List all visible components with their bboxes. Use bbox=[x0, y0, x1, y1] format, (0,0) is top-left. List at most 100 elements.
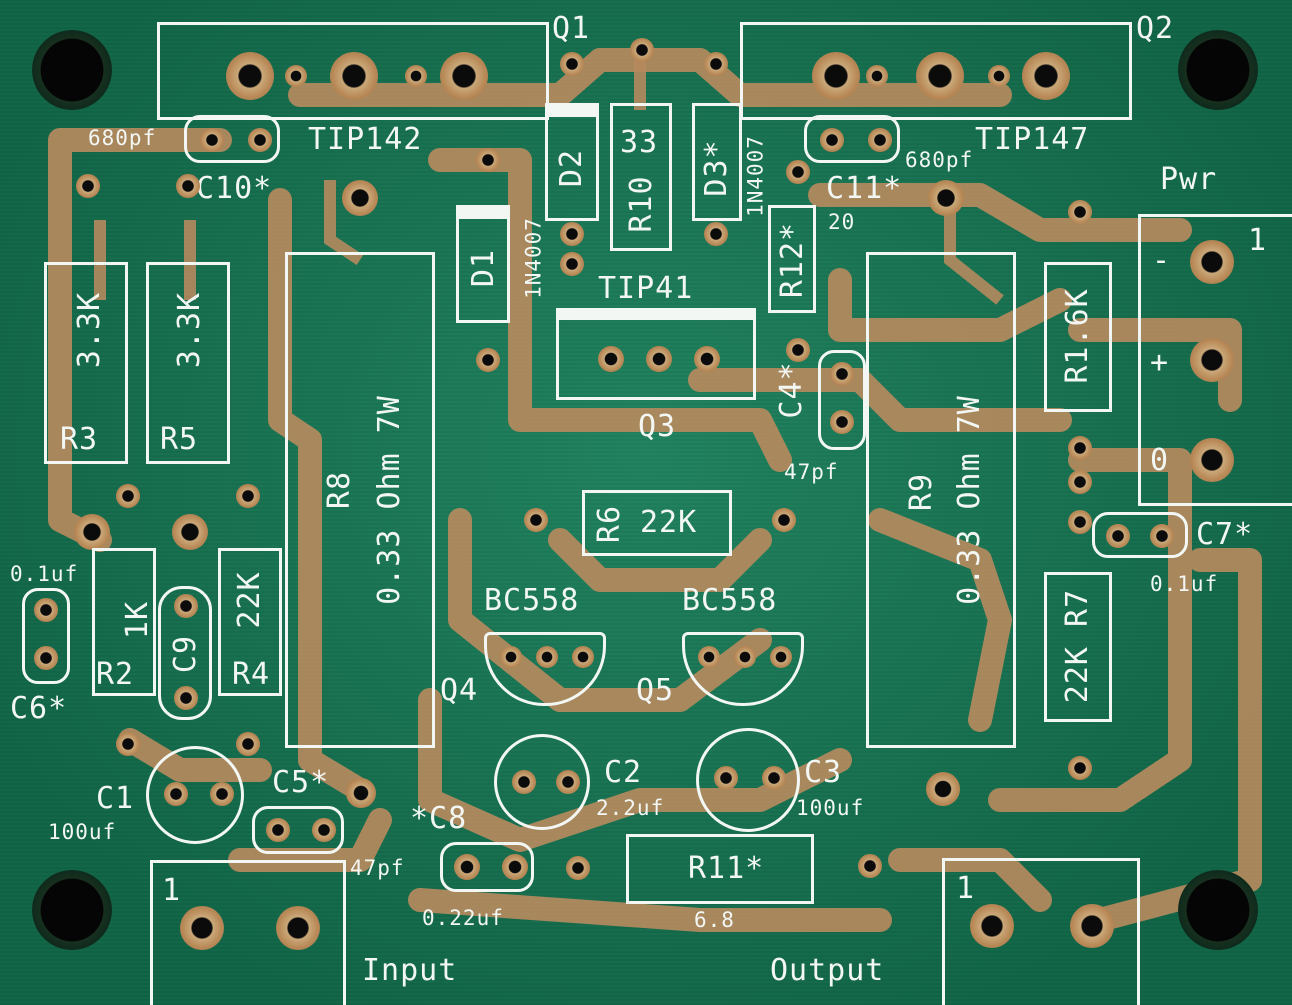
via bbox=[560, 222, 584, 246]
c8-outline bbox=[440, 842, 534, 892]
q3-outline bbox=[556, 308, 756, 400]
pad bbox=[1150, 524, 1174, 548]
r8-outline bbox=[285, 252, 435, 748]
r9-value: 0.33 Ohm 7W bbox=[952, 395, 987, 605]
via bbox=[176, 174, 200, 198]
via bbox=[1068, 436, 1092, 460]
r3-value: 3.3K bbox=[72, 291, 107, 369]
d3-value: 1N4007 bbox=[743, 135, 768, 217]
via bbox=[560, 252, 584, 276]
tip142-label: TIP142 bbox=[308, 122, 423, 157]
via bbox=[926, 772, 960, 806]
pad bbox=[916, 52, 964, 100]
q2-outline bbox=[740, 22, 1132, 120]
pad bbox=[276, 906, 320, 950]
via bbox=[1068, 756, 1092, 780]
pwr-zero: 0 bbox=[1150, 443, 1170, 478]
output-pin1: 1 bbox=[956, 871, 976, 906]
pad bbox=[164, 782, 188, 806]
r10-outline bbox=[610, 103, 672, 251]
r11-label: R11* bbox=[688, 851, 765, 886]
r10-label: R10 bbox=[624, 175, 659, 233]
pwr-minus: - bbox=[1152, 243, 1172, 278]
via bbox=[1068, 470, 1092, 494]
c8-label: *C8 bbox=[410, 801, 468, 836]
pad bbox=[180, 906, 224, 950]
pad bbox=[512, 770, 536, 794]
pad bbox=[1190, 240, 1234, 284]
c11-label: C11* bbox=[826, 171, 903, 206]
r6-outline bbox=[582, 490, 732, 556]
pad bbox=[1190, 438, 1234, 482]
d2-band bbox=[545, 103, 599, 117]
r2-outline bbox=[92, 548, 156, 696]
via bbox=[476, 348, 500, 372]
output-label: Output bbox=[770, 953, 885, 988]
pad bbox=[174, 594, 198, 618]
c3-label: C3 bbox=[804, 755, 843, 790]
pad bbox=[34, 598, 58, 622]
via bbox=[786, 160, 810, 184]
r7-outline bbox=[1044, 572, 1112, 722]
via bbox=[172, 514, 208, 550]
c4-value: 47pf bbox=[784, 460, 839, 484]
pwr-connector-outline bbox=[1138, 214, 1292, 506]
r2-label: R2 bbox=[96, 657, 135, 692]
c5-label: C5* bbox=[272, 765, 330, 800]
via bbox=[236, 484, 260, 508]
c6-value: 0.1uf bbox=[10, 562, 79, 586]
q3-label: Q3 bbox=[638, 409, 677, 444]
c3-value: 100uf bbox=[796, 796, 865, 820]
input-connector-outline bbox=[150, 860, 346, 1005]
r1-outline bbox=[1044, 262, 1112, 412]
r7-label: 22K R7 bbox=[1060, 588, 1095, 704]
r4-value: 22K bbox=[232, 571, 267, 629]
via bbox=[236, 732, 260, 756]
pad bbox=[440, 52, 488, 100]
via bbox=[566, 856, 590, 880]
via bbox=[285, 65, 307, 87]
pad bbox=[812, 52, 860, 100]
pad bbox=[770, 646, 792, 668]
pad bbox=[500, 646, 522, 668]
via bbox=[405, 65, 427, 87]
q4-label: Q4 bbox=[440, 673, 479, 708]
c5-outline bbox=[252, 806, 344, 854]
c11-value: 680pf bbox=[905, 148, 974, 172]
pad bbox=[830, 410, 854, 434]
pad bbox=[330, 52, 378, 100]
via bbox=[524, 508, 548, 532]
r11-outline bbox=[626, 834, 814, 904]
pad bbox=[1070, 904, 1114, 948]
c11-extra-label: 20 bbox=[828, 210, 856, 234]
c10-value: 680pf bbox=[88, 126, 157, 150]
output-connector-outline bbox=[942, 858, 1140, 1005]
pwr-label: Pwr bbox=[1160, 162, 1218, 197]
via bbox=[866, 65, 888, 87]
d2-label: D2 bbox=[554, 148, 589, 188]
via bbox=[346, 778, 376, 808]
c4-outline bbox=[818, 350, 866, 450]
via bbox=[988, 65, 1010, 87]
tip147-label: TIP147 bbox=[975, 122, 1090, 157]
d3-outline bbox=[692, 103, 742, 221]
c9-outline bbox=[158, 586, 212, 720]
r12-outline bbox=[768, 205, 816, 313]
r5-value: 3.3K bbox=[172, 291, 207, 369]
pad bbox=[174, 686, 198, 710]
tip41-label: TIP41 bbox=[598, 271, 694, 306]
d1-band bbox=[456, 205, 510, 219]
c7-label: C7* bbox=[1196, 517, 1254, 552]
d1-value: 1N4007 bbox=[521, 217, 546, 299]
r12-label: R12* bbox=[775, 221, 810, 299]
bc558-b-label: BC558 bbox=[682, 583, 778, 618]
mounting-hole-bottom-right bbox=[1178, 870, 1258, 950]
r10-value: 33 bbox=[620, 125, 659, 160]
pad bbox=[266, 818, 290, 842]
c3-outline bbox=[696, 728, 800, 832]
via bbox=[928, 180, 964, 216]
c2-outline bbox=[494, 734, 590, 830]
d1-label: D1 bbox=[466, 248, 501, 288]
c11-outline bbox=[804, 115, 900, 163]
r8-label: R8 bbox=[322, 470, 357, 510]
